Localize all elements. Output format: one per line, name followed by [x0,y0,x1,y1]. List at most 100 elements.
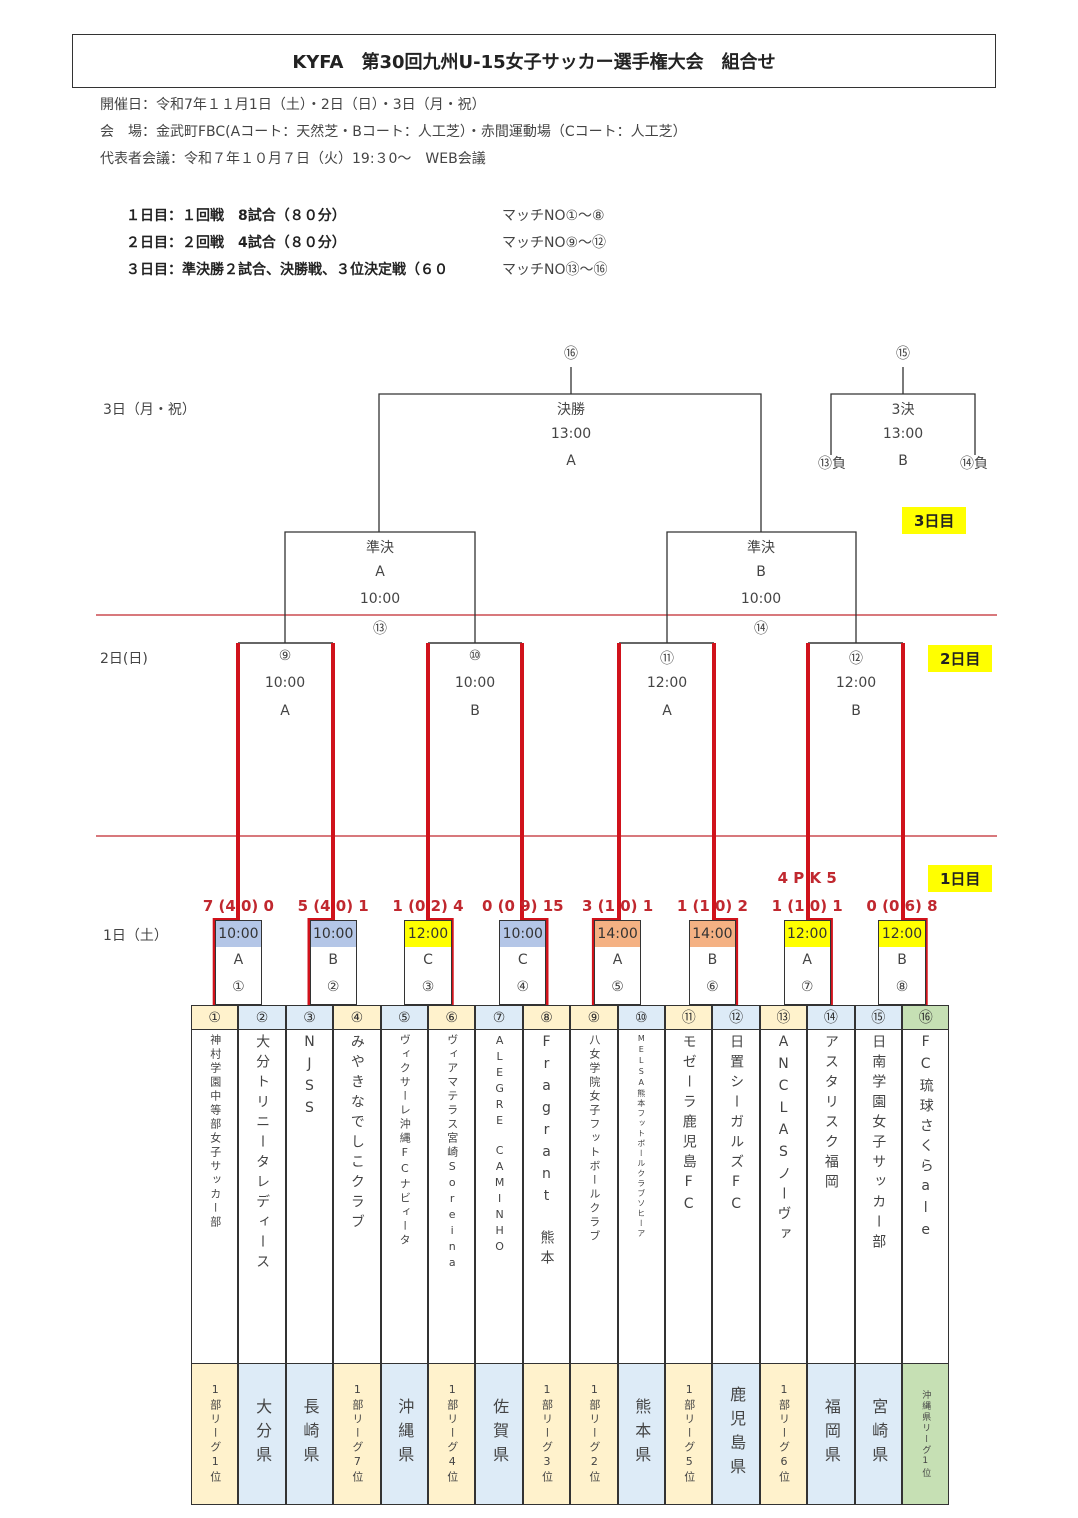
day1-label: 1日（土） [103,928,168,944]
r2-match-12-court: B [851,703,861,719]
team-number: ⑦ [475,1005,523,1030]
r1-match-court: C [517,952,528,968]
r2-match-11-court: A [662,703,672,719]
schedule-day1-matches: マッチNO①～⑧ [502,208,605,224]
r1-match-time: 12:00 [405,921,451,947]
team-region-cell: 沖縄県 [380,1364,428,1505]
team-region-cell: 1部リーグ2位 [570,1364,618,1505]
team-name-cell: 大分トリニータレディース [238,1030,286,1364]
semi-a-time: 10:00 [359,591,401,607]
team-name-cell: Fragrant 熊本 [522,1030,571,1364]
team-name: 大分トリニータレディース [254,1034,271,1274]
team-column: ⑯ FC琉球さくらale 沖縄県リーグ1位 [902,1005,950,1505]
team-number: ③ [285,1005,334,1030]
meeting-info: 代表者会議：令和７年１０月７日（火）19:３0～ WEB会議 [100,151,486,167]
team-name-cell: ALEGRE CAMINHO [475,1030,523,1364]
team-region: 1部リーグ3位 [540,1383,554,1485]
team-region-cell: 1部リーグ5位 [665,1364,713,1505]
schedule-day2-matches: マッチNO⑨～⑫ [502,235,607,251]
team-region-cell: 宮崎県 [854,1364,902,1505]
team-number: ⑤ [380,1005,428,1030]
team-region-cell: 大分県 [238,1364,286,1505]
team-column: ⑤ ヴィクサーレ沖縄FCナビィータ沖縄県 [380,1005,428,1505]
team-name-cell: 日置シーガルズFC [712,1030,760,1364]
r1-match-court: B [328,952,338,968]
final-name: 決勝 [557,402,585,418]
r1-match-num: ⑤ [611,979,624,995]
team-name-cell: NJSS [285,1030,334,1364]
day2-label: 2日(日) [100,651,148,667]
semi-a-court: A [375,564,385,580]
team-region: 1部リーグ4位 [445,1383,459,1485]
team-name: 神村学園中等部女子サッカー部 [208,1034,222,1230]
day3-tag: 3日目 [902,507,967,534]
team-region-cell: 熊本県 [617,1364,665,1505]
r1-score: 1 (0 2) 4 [392,897,464,915]
team-region-cell: 鹿児島県 [712,1364,760,1505]
team-name-cell: ANCLASノーヴァ [759,1030,808,1364]
team-name-cell: 日南学園女子サッカー部 [854,1030,902,1364]
team-name-cell: 八女学院女子フットボールクラブ [570,1030,618,1364]
r1-score: 1 (1 0) 1 [771,897,843,915]
team-number: ② [238,1005,286,1030]
r1-match-num: ③ [421,979,435,995]
team-number: ⑯ [902,1005,950,1030]
team-region-cell: 1部リーグ4位 [428,1364,476,1505]
r2-match-10-time: 10:00 [454,675,496,691]
team-name: ANCLASノーヴァ [775,1034,792,1246]
schedule-day3: ３日目：準決勝２試合、決勝戦、３位決定戦（６０ [126,262,448,278]
team-number: ④ [333,1005,381,1030]
team-name: FC琉球さくらale [917,1034,934,1244]
bracket-line [378,393,762,532]
r2-match-10-court: B [470,703,480,719]
r1-pk-score: 4 P K 5 [777,869,837,887]
r1-match-court: A [612,952,623,968]
team-name: ヴィクサーレ沖縄FCナビィータ [398,1034,412,1248]
r1-match-court: B [897,952,907,968]
r2-match-12-num: ⑫ [849,651,863,667]
r1-match-time: 10:00 [310,921,356,947]
team-number: ⑨ [570,1005,618,1030]
semi-b-court: B [756,564,766,580]
third-place-left: ⑬負 [818,456,846,472]
team-region-cell: 1部リーグ1位 [191,1364,239,1505]
team-region: 1部リーグ5位 [682,1383,696,1485]
r1-match-court: A [802,952,812,968]
third-place-name: 3決 [891,402,915,418]
team-region: 宮崎県 [869,1398,889,1470]
r1-match-time: 12:00 [784,921,830,947]
r1-score: 7 (4 0) 0 [202,897,274,915]
final-match: ⑯ [564,343,585,363]
semi-a-name: 準決 [366,540,394,556]
team-name: 八女学院女子フットボールクラブ [587,1034,601,1244]
team-name: みやきなでしこクラブ [348,1034,365,1234]
team-number: ⑥ [428,1005,476,1030]
day1-tag: 1日目 [928,865,993,892]
team-column: ⑨ 八女学院女子フットボールクラブ 1部リーグ2位 [570,1005,618,1505]
bracket-line [666,531,857,643]
r1-score: 0 (0 6) 8 [866,897,938,915]
day3-label: 3日（月・祝） [103,402,196,418]
final-time: 13:00 [550,426,592,442]
page-title: KYFA 第30回九州U-15女子サッカー選手権大会 組合せ [72,34,996,88]
team-region-cell: 沖縄県リーグ1位 [902,1364,950,1505]
team-name: 日南学園女子サッカー部 [870,1034,887,1254]
team-name-cell: アスタリスク福岡 [807,1030,855,1364]
third-place-time: 13:00 [882,426,924,442]
